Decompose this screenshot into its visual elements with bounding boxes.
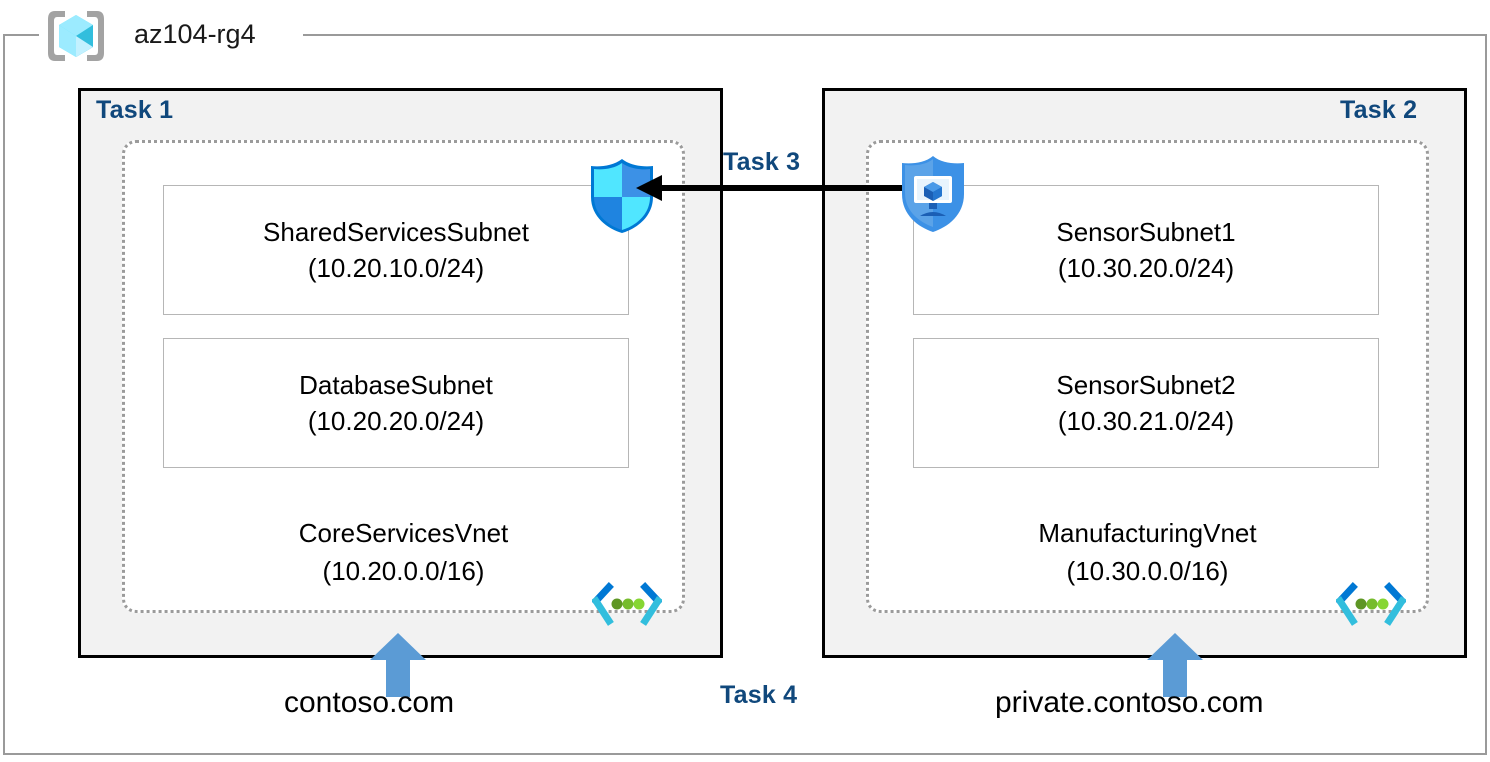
vnet-name: ManufacturingVnet <box>1038 518 1257 548</box>
vnet-cidr: (10.20.0.0/16) <box>322 556 485 586</box>
resource-group-border-right-segment <box>303 34 1487 36</box>
subnet-name: SensorSubnet2 <box>1056 370 1236 400</box>
subnet-cidr: (10.20.10.0/24) <box>307 253 485 283</box>
task3-label: Task 3 <box>723 148 801 176</box>
subnet-name: SensorSubnet1 <box>1056 217 1236 247</box>
subnet-name: SharedServicesSubnet <box>263 217 529 247</box>
virtual-network-icon <box>591 580 663 628</box>
vnet-coreservices-label: CoreServicesVnet (10.20.0.0/16) <box>122 514 685 590</box>
up-arrow-icon <box>370 633 426 697</box>
shield-icon <box>586 157 658 235</box>
resource-group-cube-icon <box>45 8 107 64</box>
dns-zone-contoso-label: contoso.com <box>284 686 455 719</box>
subnet-sensorsubnet2: SensorSubnet2 (10.30.21.0/24) <box>913 338 1379 468</box>
resource-group-name: az104-rg4 <box>134 19 256 49</box>
subnet-cidr: (10.30.20.0/24) <box>1057 253 1235 283</box>
vnet-cidr: (10.30.0.0/16) <box>1066 556 1229 586</box>
up-arrow-icon <box>1147 633 1203 697</box>
resource-group-border-left-segment <box>3 34 39 36</box>
vnet-manufacturing-label: ManufacturingVnet (10.30.0.0/16) <box>866 514 1429 590</box>
subnet-cidr: (10.20.20.0/24) <box>307 406 485 436</box>
resource-group-container <box>3 35 1487 755</box>
dns-zone-private-contoso-label: private.contoso.com <box>995 686 1264 719</box>
subnet-sensorsubnet1: SensorSubnet1 (10.30.20.0/24) <box>913 185 1379 315</box>
task4-label: Task 4 <box>720 681 798 709</box>
subnet-name: DatabaseSubnet <box>299 370 493 400</box>
subnet-sharedservices: SharedServicesSubnet (10.20.10.0/24) <box>163 185 629 315</box>
subnet-database: DatabaseSubnet (10.20.20.0/24) <box>163 338 629 468</box>
virtual-network-icon <box>1335 580 1407 628</box>
task2-label: Task 2 <box>1340 96 1418 124</box>
task1-label: Task 1 <box>96 96 174 124</box>
dns-private-resolver-icon <box>898 154 968 234</box>
peering-arrow-icon <box>636 172 916 204</box>
subnet-cidr: (10.30.21.0/24) <box>1057 406 1235 436</box>
vnet-name: CoreServicesVnet <box>298 518 509 548</box>
